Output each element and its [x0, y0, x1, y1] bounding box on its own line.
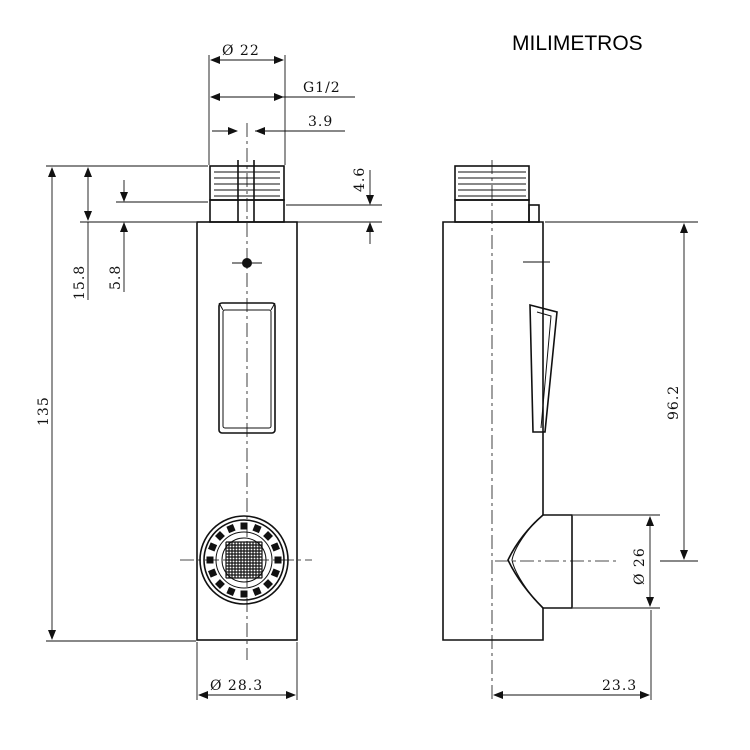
dim-body-diameter-label: Ø 28.3: [210, 678, 263, 694]
dim-body-diameter: Ø 28.3: [196, 642, 298, 700]
dim-total-height: 135: [36, 167, 56, 640]
units-title: MILIMETROS: [512, 32, 643, 55]
dim-pin-offset-label: 5.8: [108, 265, 124, 290]
dim-thread-diameter-label: Ø 22: [222, 43, 260, 59]
dim-total-height-label: 135: [36, 396, 52, 426]
dim-pin-width-label: 3.9: [308, 114, 333, 130]
side-nozzle: [507, 514, 544, 609]
dim-nozzle-depth-label: 23.3: [602, 678, 637, 694]
dim-thread-diameter: Ø 22: [208, 43, 286, 165]
side-body: [442, 221, 573, 641]
dim-nozzle-depth: 23.3: [493, 610, 652, 700]
dim-thread-gap: 4.6: [286, 167, 382, 244]
dim-top-offset-label: 15.8: [72, 265, 88, 300]
dim-button-height-label: 96.2: [666, 385, 682, 420]
dim-nozzle-diameter-label: Ø 26: [632, 547, 648, 585]
side-view: [442, 160, 620, 700]
dim-thread-gap-label: 4.6: [352, 167, 368, 192]
side-lever: [529, 303, 558, 433]
dim-top-offset: 15.8: [72, 167, 92, 300]
front-view: [180, 123, 312, 660]
dim-thread-spec-label: G1/2: [303, 80, 341, 96]
front-body: [196, 221, 298, 641]
dim-pin-width: 3.9: [212, 114, 345, 135]
dim-nozzle-diameter: Ø 26: [573, 514, 660, 609]
side-clip: [528, 204, 540, 223]
dim-thread-spec: G1/2: [210, 80, 355, 101]
dim-pin-offset: 5.8: [108, 180, 128, 292]
dim-button-height: 96.2: [545, 221, 698, 562]
